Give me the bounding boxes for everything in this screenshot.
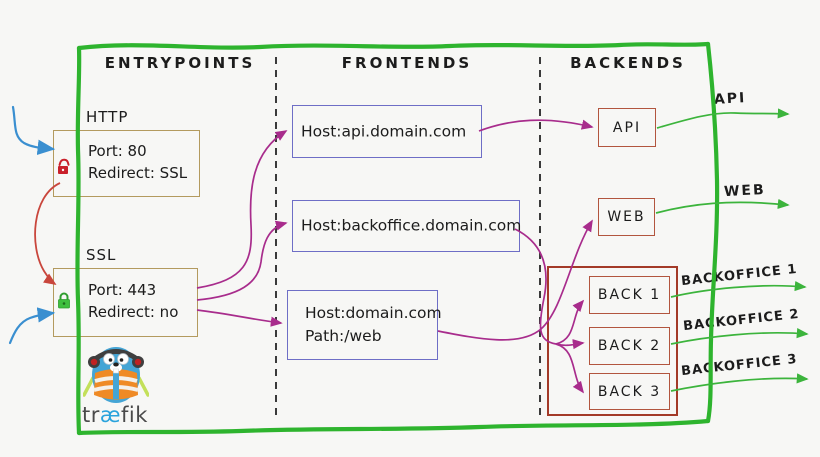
frontend-backoffice-host: Host:backoffice.domain.com — [301, 216, 522, 235]
output-backoffice2-label: BACKOFFICE 2 — [682, 306, 801, 335]
backend-back3-label: BACK 3 — [597, 383, 662, 400]
closed-lock-icon — [58, 292, 70, 309]
right-pupil — [119, 358, 124, 362]
http-entrypoint-box: Port: 80 Redirect: SSL — [53, 130, 200, 197]
open-lock-icon — [58, 158, 70, 174]
traefik-wordmark: træfik — [82, 403, 148, 427]
incoming-requests — [8, 105, 56, 345]
backend-web-out-arrow — [655, 198, 790, 214]
column-header-entrypoints: ENTRYPOINTS — [104, 54, 256, 72]
closed-lock-shackle — [59, 292, 69, 300]
left-stick — [83, 376, 95, 397]
gopher-teeth — [113, 368, 119, 374]
frontend-api-box: Host:api.domain.com — [292, 105, 482, 158]
http-port-text: Port: 80 — [88, 142, 147, 160]
gopher-right-eye — [117, 353, 129, 365]
ssl-to-frontend-backoffice-arrow — [196, 220, 288, 301]
backend-back3-box: BACK 3 — [589, 373, 670, 410]
http-box-label: HTTP — [86, 108, 129, 126]
output-backoffice1-label: BACKOFFICE 1 — [680, 261, 799, 290]
backend-back1-box: BACK 1 — [589, 276, 670, 314]
border-bottom — [76, 418, 711, 436]
frontend-web-box: Host:domain.com Path:/web — [287, 290, 442, 360]
output-web-label: WEB — [723, 181, 767, 201]
backend-api-label: API — [612, 119, 642, 136]
frontend-web-path: Path:/web — [305, 327, 382, 345]
wordmark-ae: æ — [99, 403, 121, 427]
ssl-redirect-text: Redirect: no — [88, 303, 179, 321]
frontend-api-host: Host:api.domain.com — [301, 122, 467, 140]
wordmark-pre: tr — [82, 403, 100, 427]
ssl-port-text: Port: 443 — [88, 281, 157, 299]
column-header-frontends: FRONTENDS — [341, 54, 473, 72]
ssl-to-frontend-web-arrow — [196, 309, 283, 327]
back3-out-arrow — [670, 373, 809, 392]
outgoing-arrows — [655, 108, 809, 392]
backend-back1-label: BACK 1 — [597, 287, 662, 303]
backend-back2-box: BACK 2 — [589, 327, 670, 365]
backend-api-out-arrow — [656, 108, 790, 129]
back2-out-arrow — [670, 328, 809, 345]
incoming-ssl-arrow — [8, 307, 56, 345]
left-pupil — [108, 358, 113, 362]
backend-api-box: API — [598, 108, 656, 147]
gopher-left-eye — [103, 353, 115, 365]
headphones-band — [93, 349, 139, 362]
vest-center-gap — [113, 370, 119, 399]
output-api-label: API — [713, 90, 747, 108]
border-left — [75, 45, 82, 436]
frontend-api-to-backend-api-arrow — [478, 119, 594, 132]
ssl-box-label: SSL — [86, 246, 117, 264]
headphone-right-red — [134, 358, 142, 366]
gopher-snout — [110, 363, 122, 372]
closed-lock-keyhole — [62, 302, 66, 305]
output-backoffice3-label: BACKOFFICE 3 — [680, 351, 799, 380]
http-redirect-text: Redirect: SSL — [88, 164, 188, 182]
backend-web-label: WEB — [607, 209, 646, 225]
backend-back2-label: BACK 2 — [597, 338, 662, 354]
incoming-http-arrow — [11, 105, 56, 155]
column-header-backends: BACKENDS — [570, 54, 686, 72]
headphone-left-red — [90, 358, 98, 366]
ssl-entrypoint-box: Port: 443 Redirect: no — [53, 268, 198, 337]
right-stick — [137, 376, 149, 397]
ssl-to-frontend-api-arrow — [196, 130, 288, 289]
traefik-gopher-logo — [83, 347, 149, 403]
gopher-nose — [113, 362, 119, 367]
frontend-web-host: Host:domain.com — [305, 304, 442, 322]
backend-web-box: WEB — [598, 198, 655, 236]
open-lock-keyhole — [61, 168, 65, 172]
border-top — [76, 41, 711, 51]
wordmark-post: fik — [121, 403, 148, 427]
frontend-backoffice-box: Host:backoffice.domain.com — [292, 200, 522, 252]
